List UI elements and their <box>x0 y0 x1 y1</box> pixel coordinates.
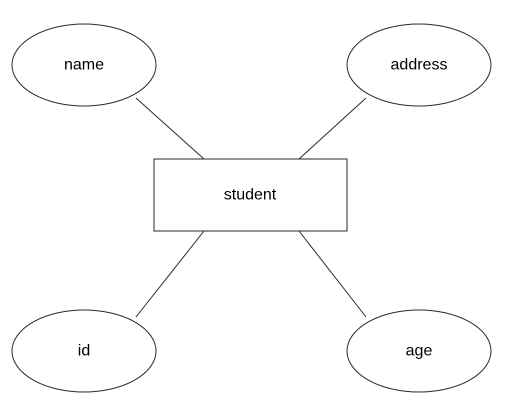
attribute-name[interactable]: name <box>11 23 157 107</box>
attribute-name-label: name <box>64 57 104 74</box>
connector-address <box>298 97 367 160</box>
attribute-id-shape <box>11 309 157 393</box>
attribute-id-label: id <box>78 343 90 360</box>
attribute-address-label: address <box>391 57 448 74</box>
connector-name <box>135 97 205 160</box>
attribute-age-shape <box>346 309 492 393</box>
attribute-id[interactable]: id <box>11 309 157 393</box>
attribute-address-shape <box>346 23 492 107</box>
entity-student-shape <box>153 158 348 232</box>
attribute-age[interactable]: age <box>346 309 492 393</box>
entity-student[interactable]: student <box>153 158 348 232</box>
connector-age <box>298 230 367 318</box>
attribute-age-label: age <box>406 343 433 360</box>
connector-id <box>135 230 205 318</box>
attribute-address[interactable]: address <box>346 23 492 107</box>
attribute-name-shape <box>11 23 157 107</box>
entity-student-label: student <box>224 187 277 204</box>
